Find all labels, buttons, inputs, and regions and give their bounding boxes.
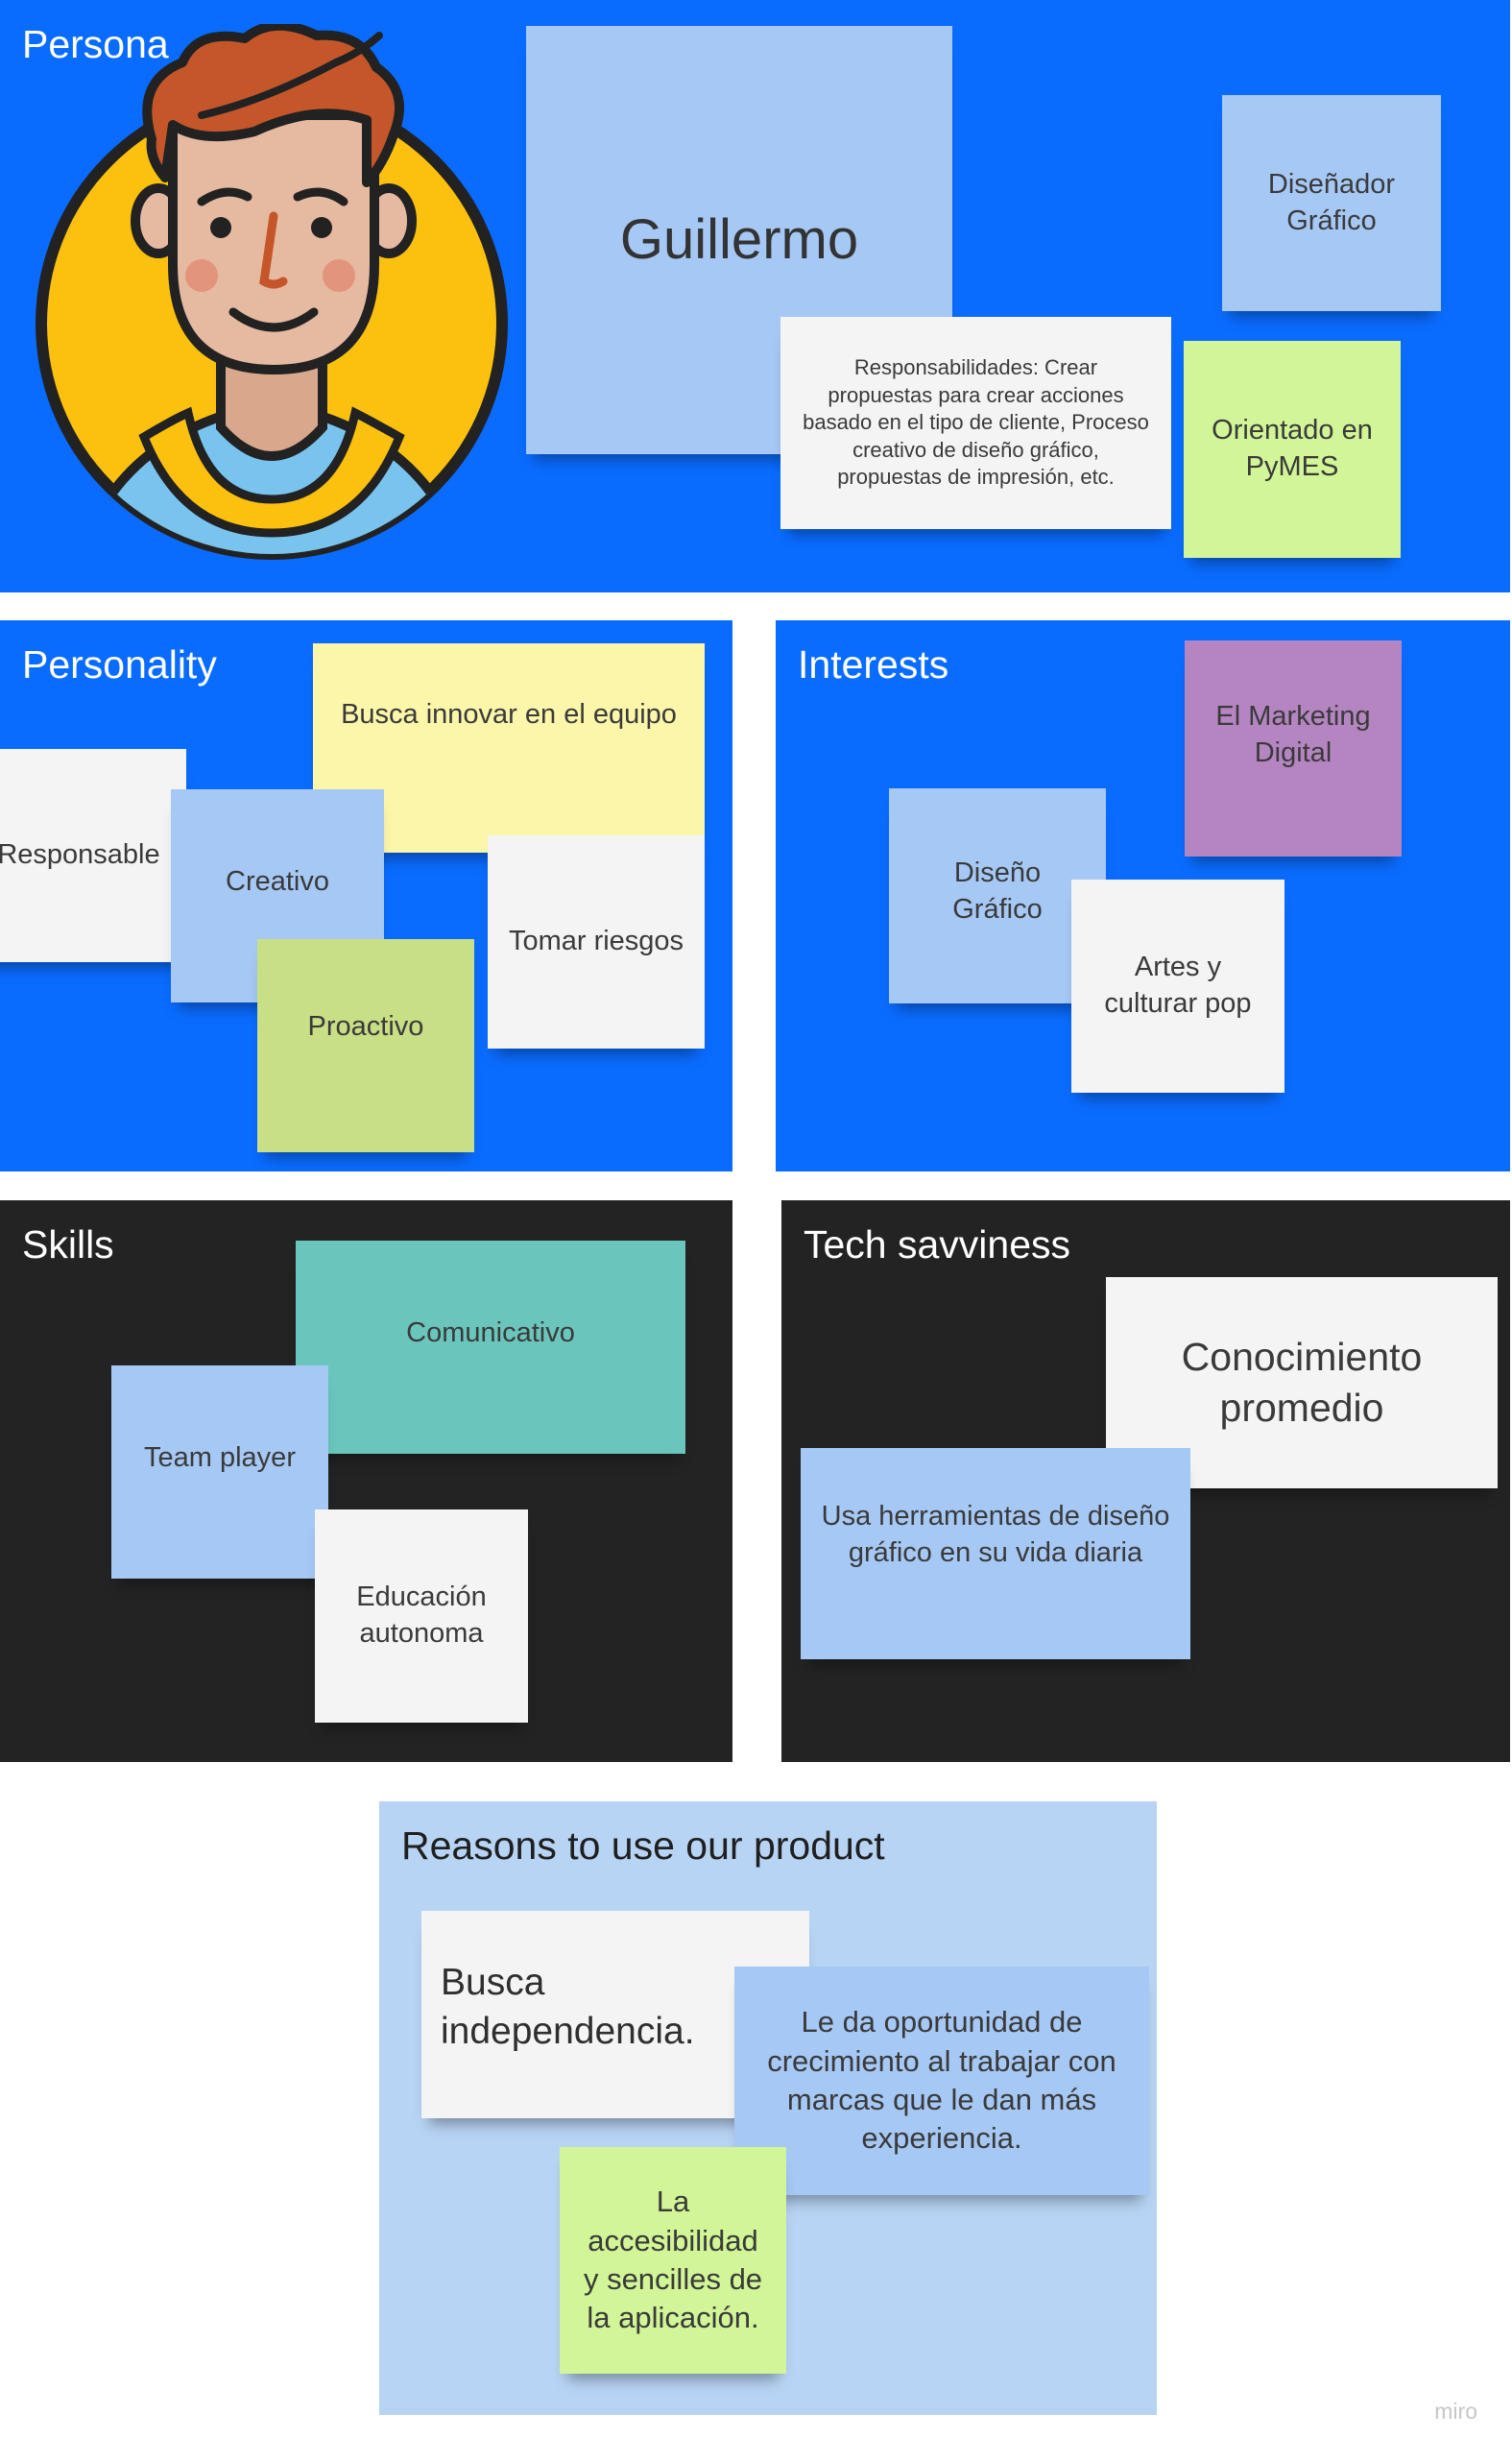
persona-focus-note[interactable]: Orientado en PyMES bbox=[1184, 341, 1401, 558]
reasons-note-accessibility[interactable]: La accesibilidad y sencilles de la aplic… bbox=[560, 2147, 786, 2374]
persona-responsibilities-note[interactable]: Responsabilidades: Crear propuestas para… bbox=[780, 317, 1171, 529]
reasons-frame-title: Reasons to use our product bbox=[401, 1823, 885, 1868]
interests-frame-title: Interests bbox=[798, 642, 949, 687]
tech-note-design-tools[interactable]: Usa herramientas de diseño gráfico en su… bbox=[801, 1448, 1190, 1659]
persona-role-note[interactable]: Diseñador Gráfico bbox=[1222, 95, 1441, 311]
persona-avatar-icon bbox=[36, 24, 508, 560]
miro-watermark: miro bbox=[1434, 2399, 1477, 2424]
interests-note-design[interactable]: Diseño Gráfico bbox=[889, 788, 1106, 1003]
tech-savviness-frame-title: Tech savviness bbox=[804, 1222, 1071, 1267]
reasons-note-growth[interactable]: Le da oportunidad de crecimiento al trab… bbox=[734, 1967, 1149, 2195]
skills-note-communicative[interactable]: Comunicativo bbox=[296, 1241, 685, 1454]
persona-frame-title: Persona bbox=[22, 22, 169, 66]
skills-note-autonomous-learning[interactable]: Educación autonoma bbox=[315, 1509, 528, 1723]
tech-savviness-frame: Tech savviness Conocimiento promedio Usa… bbox=[781, 1200, 1510, 1762]
reasons-frame: Reasons to use our product Busca indepen… bbox=[379, 1801, 1157, 2415]
personality-note-responsible[interactable]: Responsable bbox=[0, 749, 186, 962]
skills-note-team-player[interactable]: Team player bbox=[111, 1365, 328, 1579]
skills-frame: Skills Comunicativo Team player Educació… bbox=[0, 1200, 732, 1762]
skills-frame-title: Skills bbox=[22, 1222, 114, 1267]
personality-note-risks[interactable]: Tomar riesgos bbox=[488, 835, 705, 1049]
personality-frame-title: Personality bbox=[22, 642, 217, 687]
interests-frame: Interests El Marketing Digital Diseño Gr… bbox=[776, 620, 1510, 1171]
interests-note-marketing[interactable]: El Marketing Digital bbox=[1185, 640, 1402, 857]
personality-note-proactive[interactable]: Proactivo bbox=[257, 939, 474, 1152]
interests-note-pop-culture[interactable]: Artes y culturar pop bbox=[1071, 880, 1284, 1093]
persona-frame: Persona bbox=[0, 0, 1510, 592]
personality-frame: Personality Busca innovar en el equipo R… bbox=[0, 620, 732, 1171]
